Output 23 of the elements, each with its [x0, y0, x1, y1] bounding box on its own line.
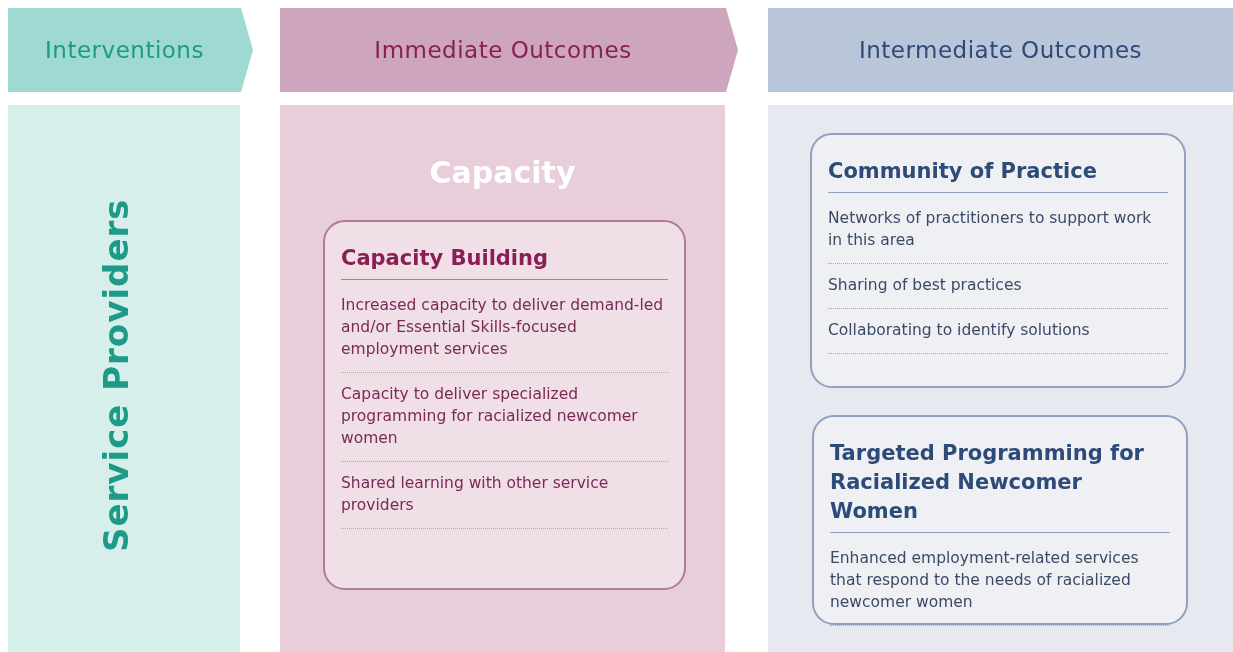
outcome-item: Increased capacity to deliver demand-led and/or Essential Skills-focused employment services [341, 284, 668, 373]
outcome-item: Shared learning with other service providers [341, 462, 668, 529]
card-title: Capacity Building [341, 236, 668, 280]
column-header [768, 8, 1233, 92]
card-title: Targeted Programming for Racialized Newcomer Women [830, 431, 1170, 533]
outcome-item: Capacity to deliver specialized programming for racialized newcomer women [341, 373, 668, 462]
row-title: Service Providers [96, 197, 136, 554]
header-title: Intermediate Outcomes [858, 37, 1143, 63]
outcome-item: Collaborating to identify solutions [828, 309, 1168, 354]
header-title: Interventions [45, 37, 204, 63]
outcome-card [810, 133, 1186, 388]
column-panel [280, 105, 725, 652]
outcome-item: Sharing of best practices [828, 264, 1168, 309]
column-header [280, 8, 738, 92]
header-title: Immediate Outcomes [374, 37, 632, 63]
column-panel [768, 105, 1233, 652]
card-title: Community of Practice [828, 149, 1168, 193]
outcome-card [323, 220, 686, 590]
outcome-item: Networks of practitioners to support work in this area [828, 197, 1168, 264]
outcome-item: Enhanced employment-related services that respond to the needs of racialized newcomer women [830, 537, 1170, 626]
column-panel [8, 105, 240, 652]
column-header [8, 8, 253, 92]
outcome-card [812, 415, 1188, 625]
